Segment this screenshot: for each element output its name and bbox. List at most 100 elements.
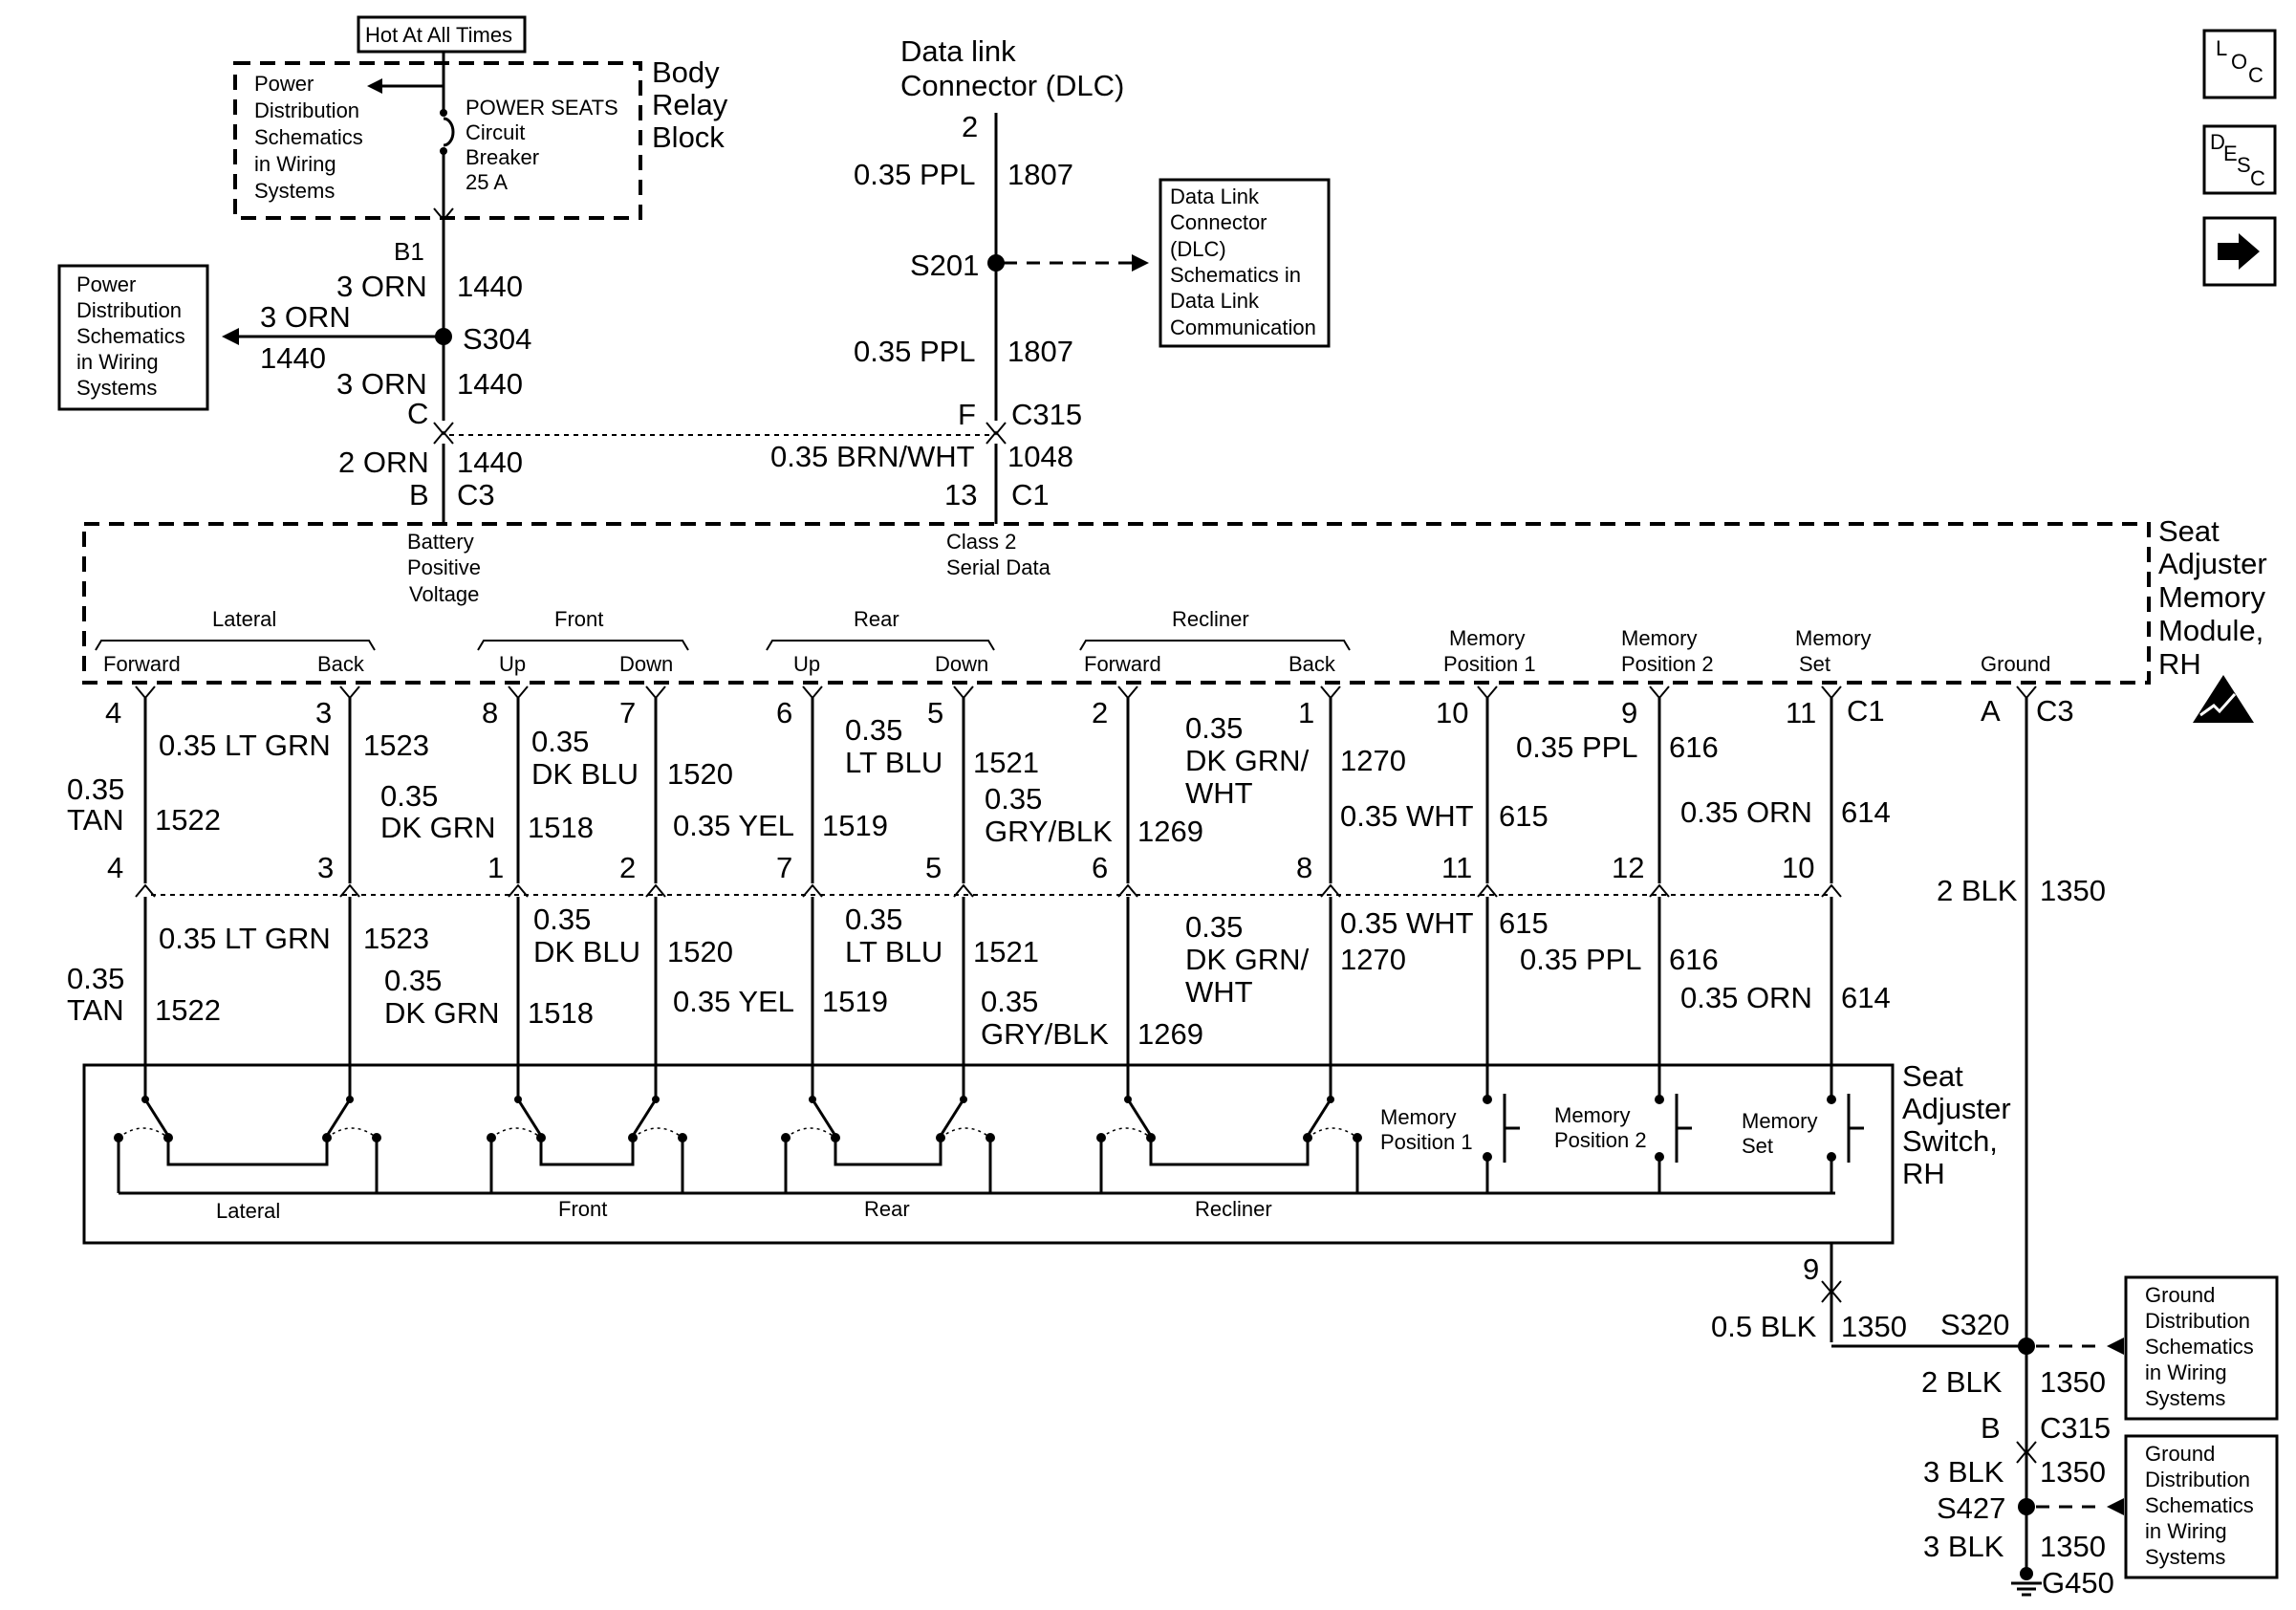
pd-ref1-line-4: in Wiring	[254, 152, 336, 176]
dlc-w1-circuit: 1807	[1007, 158, 1073, 191]
module-pin-10: 10	[1436, 696, 1468, 729]
module-name-1: Seat	[2158, 514, 2220, 548]
pd-ref1-line-5: Systems	[254, 179, 335, 203]
w7-upper-gauge-a: 0.35	[985, 782, 1042, 816]
module-conn-c3: C3	[2036, 694, 2074, 728]
pd-ref2-line-2: Distribution	[76, 298, 182, 322]
class2-label-2: Serial Data	[946, 555, 1051, 579]
dlc-w3-gauge: 0.35 BRN/WHT	[770, 440, 975, 473]
class2-label-1: Class 2	[946, 530, 1016, 554]
dlc-pin-2: 2	[962, 110, 978, 143]
harness-wire-5	[802, 685, 823, 1099]
switch-rear-label: Rear	[864, 1197, 910, 1221]
w1-upper-circuit: 1522	[155, 803, 221, 837]
w10-upper-gauge: 0.35 PPL	[1516, 730, 1638, 764]
w8-lower-gauge-a: 0.35	[1185, 910, 1243, 944]
gnd-w1-circuit: 1350	[2040, 874, 2106, 907]
w11-upper-gauge: 0.35 ORN	[1680, 795, 1812, 829]
gnd-ref1-line-2: Distribution	[2145, 1309, 2250, 1333]
pd-ref1-line-1: Power	[254, 72, 314, 96]
w8-lower-gauge-b: DK GRN/	[1185, 943, 1310, 976]
gnd-pin-9: 9	[1803, 1252, 1819, 1286]
harness-wire-10	[1649, 685, 1670, 1099]
gnd-ref1-line-5: Systems	[2145, 1386, 2225, 1410]
svg-text:C: C	[2250, 166, 2265, 190]
group-recliner: Recliner Forward Back	[1079, 607, 1351, 676]
conn-pin-7: 7	[776, 851, 792, 884]
dlc-conn-c1: C1	[1011, 478, 1050, 511]
body-relay-block-box	[233, 61, 642, 220]
module-memset-line-2: Set	[1799, 652, 1830, 676]
w3-lower-circuit: 1518	[528, 996, 594, 1030]
relay-block-label-1: Body	[652, 55, 720, 89]
switch-memset-line-1: Memory	[1742, 1109, 1817, 1133]
recliner-forward-label: Forward	[1084, 652, 1161, 676]
w9-lower-gauge: 0.35 WHT	[1340, 906, 1474, 940]
dlc-section: Data link Connector (DLC) 2 0.35 PPL 180…	[770, 34, 1331, 524]
desc-icon[interactable]: D E S C	[2202, 124, 2277, 195]
pin-b: B	[409, 478, 429, 511]
svg-text:C: C	[2248, 63, 2264, 87]
w1-upper-gauge-a: 0.35	[67, 772, 124, 806]
arrow-right-icon[interactable]	[2202, 216, 2277, 287]
w5-upper-gauge: 0.35 YEL	[673, 809, 794, 842]
w5-lower-gauge: 0.35 YEL	[673, 985, 794, 1018]
switch-name-4: RH	[1902, 1157, 1945, 1190]
branch-circuit: 1440	[260, 341, 326, 375]
gnd-ref1-line-4: in Wiring	[2145, 1360, 2227, 1384]
w2-lower-circuit: 1523	[363, 922, 429, 955]
switch-name-2: Adjuster	[1902, 1092, 2011, 1125]
conn-pin-4: 4	[107, 851, 123, 884]
gnd-w1-gauge: 2 BLK	[1937, 874, 2018, 907]
w4-upper-gauge-b: DK BLU	[531, 757, 639, 791]
dlc-w2-gauge: 0.35 PPL	[854, 335, 976, 368]
conn-pin-2: 2	[619, 851, 636, 884]
gnd-ref2-line-4: in Wiring	[2145, 1519, 2227, 1543]
module-pin-5: 5	[927, 696, 943, 729]
w1-lower-circuit: 1522	[155, 993, 221, 1027]
hot-at-all-times-label: Hot At All Times	[365, 23, 512, 47]
pd-ref2-line-1: Power	[76, 272, 136, 296]
switch-contact-pair-2	[487, 1096, 687, 1193]
w6-upper-circuit: 1521	[973, 746, 1039, 779]
module-mem2-line-2: Position 2	[1621, 652, 1714, 676]
switch-mem1-line-1: Memory	[1380, 1105, 1456, 1129]
switch-recliner-label: Recliner	[1195, 1197, 1272, 1221]
harness-wire-9	[1477, 685, 1498, 1099]
module-pin-a: A	[1981, 694, 2001, 728]
gnd-w5-circuit: 1350	[2040, 1530, 2106, 1563]
w6-lower-gauge-a: 0.35	[845, 903, 902, 936]
switch-mem2-line-2: Position 2	[1554, 1128, 1647, 1152]
harness-wires: 4 3 8 7 6 5 2 1 10 9 11 4 3 1 2 7 5 6 8 …	[67, 685, 1891, 1099]
module-mem2-line-1: Memory	[1621, 626, 1697, 650]
gnd-ref1-line-3: Schematics	[2145, 1335, 2254, 1359]
w2-gauge: 3 ORN	[336, 367, 427, 401]
switch-lateral-label: Lateral	[216, 1199, 280, 1223]
gnd-ref2-line-2: Distribution	[2145, 1468, 2250, 1491]
branch-gauge: 3 ORN	[260, 300, 351, 334]
dlc-w3-circuit: 1048	[1007, 440, 1073, 473]
switch-contact-pair-1	[114, 1096, 381, 1193]
breaker-line-1: POWER SEATS	[466, 96, 618, 120]
recliner-back-label: Back	[1289, 652, 1336, 676]
w6-lower-gauge-b: LT BLU	[845, 935, 942, 968]
relay-block-label-3: Block	[652, 120, 725, 154]
splice-s427	[2018, 1498, 2035, 1515]
w1-gauge: 3 ORN	[336, 270, 427, 303]
group-front-title: Front	[554, 607, 603, 631]
loc-icon[interactable]: L O C	[2202, 29, 2277, 99]
memory-module: Seat Adjuster Memory Module, RH Battery …	[82, 514, 2267, 723]
w6-upper-gauge-a: 0.35	[845, 713, 902, 747]
rear-up-label: Up	[793, 652, 820, 676]
module-pin-9: 9	[1621, 696, 1637, 729]
memory-module-box	[82, 522, 2151, 685]
dlc-ref-line-3: (DLC)	[1170, 237, 1226, 261]
module-pin-4: 4	[105, 696, 121, 729]
w1-circuit: 1440	[457, 270, 523, 303]
w8-lower-gauge-c: WHT	[1185, 975, 1253, 1009]
module-pin-1: 1	[1298, 696, 1314, 729]
lateral-forward-label: Forward	[103, 652, 181, 676]
w2-upper-circuit: 1523	[363, 729, 429, 762]
conn-pin-6: 6	[1092, 851, 1108, 884]
ground-g450-label: G450	[2042, 1566, 2114, 1599]
